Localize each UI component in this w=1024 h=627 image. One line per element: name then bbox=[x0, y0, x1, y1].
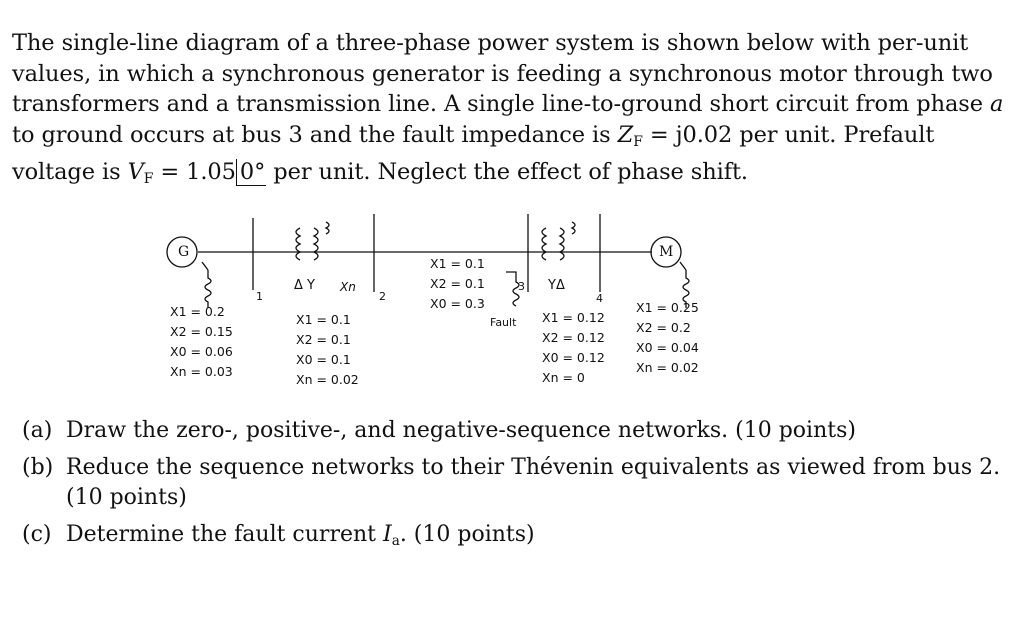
question-c-number: (c) bbox=[22, 521, 52, 547]
question-c-text: Determine the fault current bbox=[66, 521, 383, 547]
question-b-number: (b) bbox=[22, 454, 54, 480]
vf-subscript: F bbox=[143, 170, 154, 187]
t2-neutral-coil bbox=[570, 221, 576, 235]
gen-x1: X1 = 0.2 bbox=[170, 304, 225, 319]
question-a: (a) Draw the zero-, positive-, and negat… bbox=[22, 416, 1012, 447]
phase-symbol: a bbox=[990, 91, 1004, 117]
t2-winding-right bbox=[558, 227, 565, 261]
t2-x0: X0 = 0.12 bbox=[542, 350, 605, 365]
intro-part2: to ground occurs at bus 3 and the fault … bbox=[12, 121, 618, 148]
generator-params: X1 = 0.2 X2 = 0.15 X0 = 0.06 Xn = 0.03 bbox=[170, 302, 233, 382]
question-c: (c) Determine the fault current Ia. (10 … bbox=[22, 520, 1012, 556]
motor-ground-coil bbox=[679, 261, 690, 308]
fault-symbol bbox=[506, 271, 520, 307]
problem-statement: The single-line diagram of a three-phase… bbox=[12, 28, 1012, 194]
question-b: (b) Reduce the sequence networks to thei… bbox=[22, 453, 1012, 514]
transformer2-params: X1 = 0.12 X2 = 0.12 X0 = 0.12 Xn = 0 bbox=[542, 308, 605, 388]
question-c-subscript: a bbox=[391, 532, 400, 549]
vf-symbol: V bbox=[127, 158, 144, 185]
gen-x2: X2 = 0.15 bbox=[170, 324, 233, 339]
t1-neutral-coil bbox=[324, 221, 330, 235]
t2-connection: YΔ bbox=[548, 278, 565, 293]
generator-ground-coil bbox=[201, 261, 212, 308]
motor-x2: X2 = 0.2 bbox=[636, 320, 691, 335]
zf-value: = j0.02 per unit. Prefault voltage is bbox=[12, 121, 935, 185]
question-c-body: Determine the fault current Ia. (10 poin… bbox=[66, 520, 1012, 556]
intro-end: per unit. Neglect the effect of phase sh… bbox=[266, 158, 748, 185]
t1-x1: X1 = 0.1 bbox=[296, 312, 351, 327]
t1-x0: X0 = 0.1 bbox=[296, 352, 351, 367]
question-c-symbol: I bbox=[382, 521, 392, 547]
bus-2-label: 2 bbox=[379, 290, 386, 303]
line-x2: X2 = 0.1 bbox=[430, 276, 485, 291]
problem-paragraph: The single-line diagram of a three-phase… bbox=[12, 28, 1012, 194]
motor-symbol bbox=[650, 236, 682, 268]
t1-winding-right bbox=[312, 227, 319, 261]
t2-x2: X2 = 0.12 bbox=[542, 330, 605, 345]
t1-xn-label: Xn bbox=[340, 280, 356, 294]
t1-xn: Xn = 0.02 bbox=[296, 372, 359, 387]
line-params: X1 = 0.1 X2 = 0.1 X0 = 0.3 bbox=[430, 254, 485, 314]
motor-label: M bbox=[659, 244, 674, 260]
bus-1-label: 1 bbox=[256, 290, 263, 303]
gen-xn: Xn = 0.03 bbox=[170, 364, 233, 379]
question-a-text: Draw the zero-, positive-, and negative-… bbox=[66, 418, 856, 443]
t2-x1: X1 = 0.12 bbox=[542, 310, 605, 325]
fault-label: Fault bbox=[490, 316, 517, 329]
diagram-drawing bbox=[166, 214, 690, 308]
line-x1: X1 = 0.1 bbox=[430, 256, 485, 271]
line-x0: X0 = 0.3 bbox=[430, 296, 485, 311]
t2-xn: Xn = 0 bbox=[542, 370, 585, 385]
single-line-diagram: G M 1 2 3 4 Fault Δ Y Xn YΔ X1 = 0.2 X2 … bbox=[150, 200, 710, 410]
bus-4-label: 4 bbox=[596, 292, 603, 305]
intro-part1: The single-line diagram of a three-phase… bbox=[12, 30, 993, 117]
motor-x1: X1 = 0.25 bbox=[636, 300, 699, 315]
gen-x0: X0 = 0.06 bbox=[170, 344, 233, 359]
question-list: (a) Draw the zero-, positive-, and negat… bbox=[22, 416, 1012, 562]
t2-winding-left bbox=[541, 227, 548, 261]
motor-params: X1 = 0.25 X2 = 0.2 X0 = 0.04 Xn = 0.02 bbox=[636, 298, 699, 378]
motor-xn: Xn = 0.02 bbox=[636, 360, 699, 375]
bus-3-label: 3 bbox=[518, 280, 525, 293]
question-c-tail: . (10 points) bbox=[399, 521, 535, 547]
motor-x0: X0 = 0.04 bbox=[636, 340, 699, 355]
vf-equals: = 1.05 bbox=[153, 158, 236, 185]
t1-winding-left bbox=[295, 227, 302, 261]
transformer1-params: X1 = 0.1 X2 = 0.1 X0 = 0.1 Xn = 0.02 bbox=[296, 310, 359, 390]
generator-label: G bbox=[178, 244, 190, 260]
question-a-number: (a) bbox=[22, 418, 53, 443]
zf-symbol: Z bbox=[617, 121, 634, 148]
t1-x2: X2 = 0.1 bbox=[296, 332, 351, 347]
t1-connection: Δ Y bbox=[294, 278, 315, 293]
zf-subscript: F bbox=[633, 133, 643, 150]
vf-angle: 0° bbox=[235, 158, 267, 186]
generator-symbol bbox=[166, 236, 198, 268]
question-b-text: Reduce the sequence networks to their Th… bbox=[66, 454, 1001, 511]
